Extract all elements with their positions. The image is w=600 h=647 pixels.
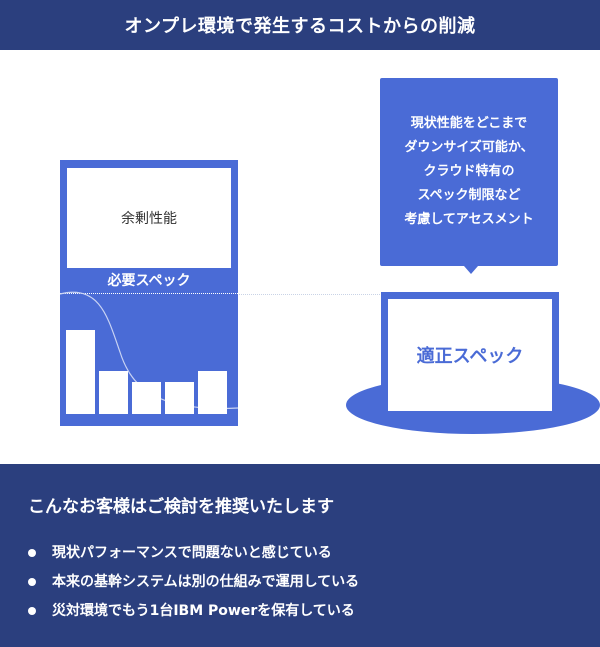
required-spec-line [60,293,238,294]
optimal-spec-box: 適正スペック [381,292,559,418]
usage-bar [165,382,194,414]
surplus-performance-label: 余剰性能 [121,211,177,227]
recommendation-title: こんなお客様はご検討を推奨いたします [28,497,334,517]
callout-line: 現状性能をどこまで [410,116,528,131]
optimal-spec-inner: 適正スペック [388,299,552,411]
list-item-text: 本来の基幹システムは別の仕組みで運用している [52,574,360,590]
bullet-icon [28,549,36,557]
list-item-text: 災対環境でもう1台IBM Powerを保有している [52,603,355,619]
bullet-icon [28,578,36,586]
surplus-performance-box: 余剰性能 [67,168,231,268]
list-item-text: 現状パフォーマンスで問題ないと感じている [52,545,332,561]
callout-pointer [464,266,478,274]
spec-diagram: 余剰性能 必要スペック 現状性能をどこまで ダウンサイズ可能か、 クラウド特有の… [0,50,600,460]
list-item: 現状パフォーマンスで問題ないと感じている [28,543,359,572]
callout-line: 考慮してアセスメント [404,212,534,227]
bullet-icon [28,607,36,615]
optimal-spec-label: 適正スペック [416,346,524,367]
list-item: 災対環境でもう1台IBM Powerを保有している [28,601,359,630]
required-spec-label: 必要スペック [107,273,191,289]
page-title: オンプレ環境で発生するコストからの削減 [0,0,600,50]
recommendation-panel: こんなお客様はご検討を推奨いたします 現状パフォーマンスで問題ないと感じている … [0,464,600,647]
callout-line: ダウンサイズ可能か、 [404,140,534,155]
usage-bar [66,330,95,414]
callout-line: クラウド特有の [423,164,515,179]
usage-bar [132,382,161,414]
assessment-callout: 現状性能をどこまで ダウンサイズ可能か、 クラウド特有の スペック制限など 考慮… [380,78,558,266]
usage-bar [99,371,128,414]
list-item: 本来の基幹システムは別の仕組みで運用している [28,572,359,601]
callout-line: スペック制限など [417,188,521,203]
current-spec-box: 余剰性能 必要スペック [60,160,238,426]
spec-level-line [60,294,550,295]
recommendation-list: 現状パフォーマンスで問題ないと感じている 本来の基幹システムは別の仕組みで運用し… [28,543,359,630]
usage-bar [198,371,227,414]
